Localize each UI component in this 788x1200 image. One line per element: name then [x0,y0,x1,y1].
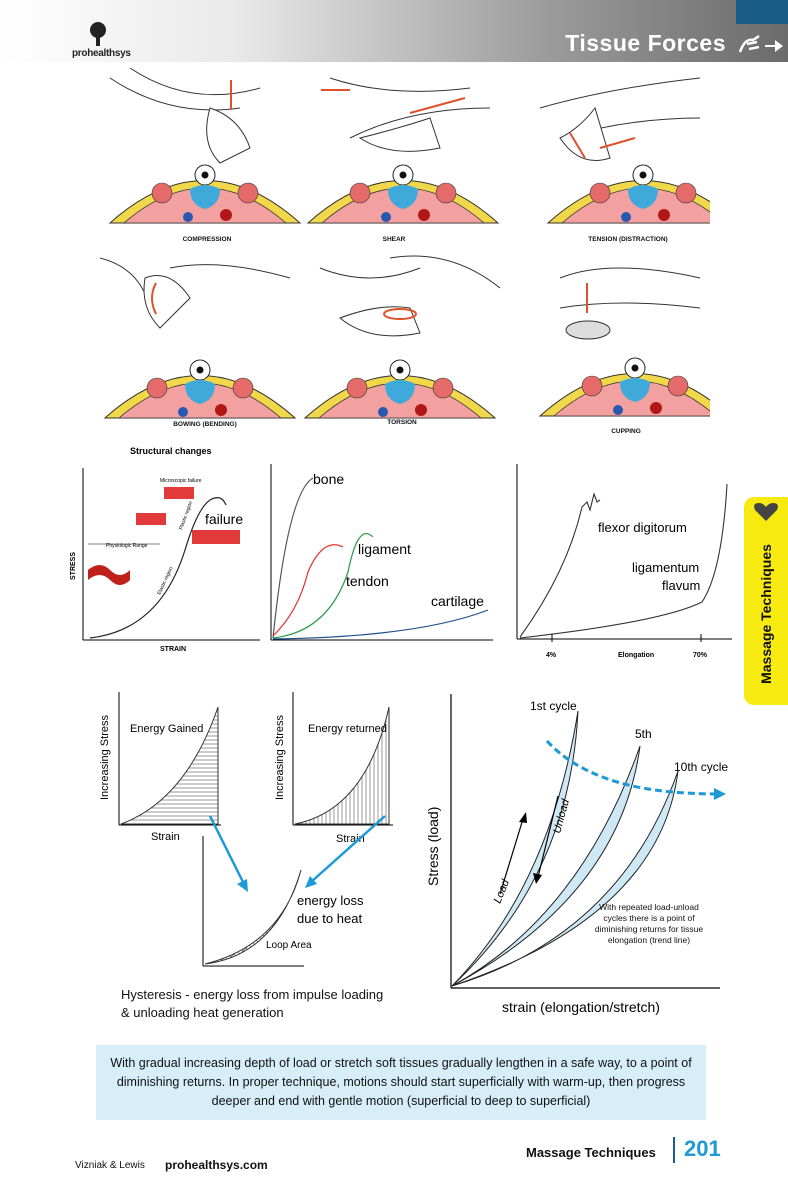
svg-text:Strain: Strain [151,831,180,843]
collagen-fiber-icon [88,565,130,585]
load-arrow-head [519,812,527,823]
cycle-1-loop [451,710,579,987]
unload-arrow-head [533,873,542,884]
y-axis-label: Stress (load) [425,807,441,886]
shear-illustration [307,77,499,224]
svg-text:Energy Gained: Energy Gained [130,723,203,735]
hysteresis-charts: Increasing Stress Energy Gained Strain I… [99,692,393,967]
load-unload-cycles-chart: Stress (load) strain (elongation/stretch… [425,694,728,1015]
tick-label: 4% [546,652,557,659]
technique-label: CUPPING [611,428,641,435]
bone-label: bone [313,471,344,487]
flexor-label: flexor digitorum [598,520,687,535]
svg-text:energy loss: energy loss [297,893,364,908]
footer-url[interactable]: prohealthsys.com [165,1158,268,1172]
failure-label: failure [205,511,243,527]
svg-text:Increasing Stress: Increasing Stress [99,715,111,800]
tension-illustration [539,77,710,224]
elongation-chart: flexor digitorum ligamentum flavum 4% El… [516,464,732,659]
technique-illustrations [99,68,710,419]
energy-gained-chart: Increasing Stress Energy Gained Strain [99,692,221,843]
technique-label: SHEAR [382,236,406,243]
tendon-curve [272,544,344,637]
flavum-label: flavum [662,578,700,593]
hand-arrow-icon [738,34,783,53]
svg-text:Loop Area: Loop Area [266,940,312,951]
technique-label: TORSION [387,419,417,426]
compression-illustration [109,68,301,224]
cupping-illustration [539,267,710,417]
cycles-note: With repeated load-unload cycles there i… [594,902,704,945]
heart-hands-icon [754,503,778,521]
footer-divider [673,1137,675,1163]
plastic-label: Plastic region [178,500,194,530]
cartilage-curve [272,609,489,640]
trend-line [545,739,721,796]
loop-area-chart: Loop Area energy loss due to heat [202,836,364,967]
brand-logo: prohealthsys [72,48,131,59]
tendon-label: tendon [346,573,389,589]
page-number: 201 [684,1136,721,1161]
cycle-1-label: 1st cycle [530,699,577,713]
cycle-5-label: 5th [635,727,652,741]
svg-text:due to heat: due to heat [297,911,362,926]
tissue-stress-chart: bone ligament tendon cartilage [270,464,493,641]
physiologic-label: Physiologic Range [106,543,148,549]
footer-authors: Vizniak & Lewis [75,1160,145,1171]
arrow-head [305,876,317,888]
footer-section: Massage Techniques [526,1145,656,1160]
trend-arrow-head [714,788,726,800]
load-arrow [499,818,524,895]
x-axis-label: Elongation [618,652,654,659]
technique-label: TENSION (DISTRACTION) [588,236,668,243]
arrow-returned-to-loop [310,815,386,883]
tick-label: 70% [693,652,708,659]
page-header [0,0,788,62]
y-axis-label: STRESS [70,552,77,580]
structural-changes-chart: Structural changes STRAIN STRESS Microsc… [70,446,260,653]
load-label: Load [492,877,513,905]
cycle-5-loop [451,745,641,987]
cartilage-label: cartilage [431,593,484,609]
summary-note: With gradual increasing depth of load or… [96,1045,706,1120]
technique-label: BOWING (BENDING) [173,421,237,428]
ligamentum-label: ligamentum [632,560,699,575]
stress-strain-curve [89,497,227,639]
side-tab-label: Massage Techniques [758,544,775,684]
technique-label: COMPRESSION [182,236,232,243]
section-side-tab[interactable] [744,497,788,705]
arrow-head [237,879,248,892]
unload-arrow [537,795,559,878]
hysteresis-caption: Hysteresis - energy loss from impulse lo… [121,987,384,1020]
svg-text:Increasing Stress: Increasing Stress [274,715,286,800]
microscopic-label: Microscopic failure [160,478,202,484]
bone-curve [272,477,314,639]
ligament-curve [272,532,374,639]
cycle-10-loop [451,770,679,987]
page-title: Tissue Forces [565,30,726,56]
ligamentum-curve [519,483,728,639]
chart-title: Structural changes [130,446,212,456]
x-axis-label: strain (elongation/stretch) [502,999,660,1015]
energy-returned-chart: Increasing Stress Energy returned Strain [274,692,393,845]
header-tab [736,0,788,24]
flexor-curve [519,492,601,638]
ligament-label: ligament [358,541,411,557]
torsion-illustration [304,255,501,419]
x-axis-label: STRAIN [160,646,186,653]
bowing-illustration [99,257,296,419]
arrow-gained-to-loop [208,815,247,887]
cycle-10-label: 10th cycle [674,760,728,774]
tree-logo-icon [90,22,106,46]
micro-failure-bricks [136,487,240,544]
svg-text:Energy returned: Energy returned [308,723,387,735]
